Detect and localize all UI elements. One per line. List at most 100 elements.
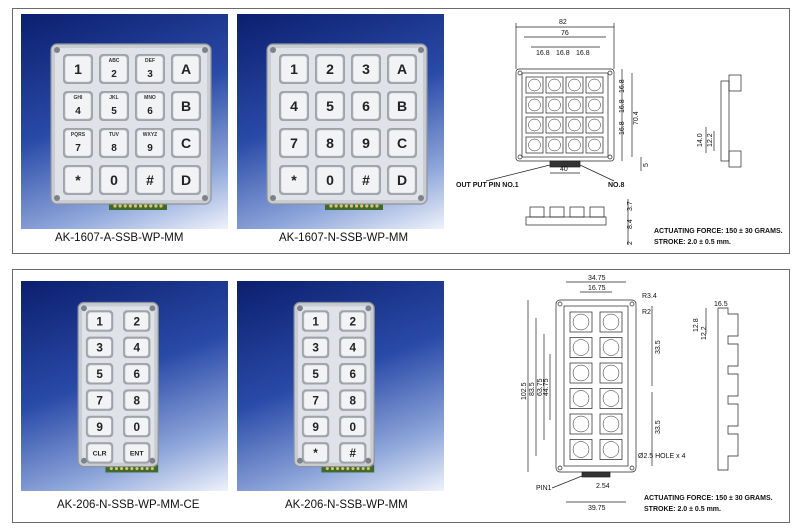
key-sublabel: TUV <box>109 132 120 138</box>
key-label: 1 <box>290 61 298 77</box>
keypad-key: 2 <box>339 310 367 332</box>
keypad-key: 3 <box>85 336 114 359</box>
dim-63-75: 63.75 <box>537 378 544 396</box>
keypad-key: 4 <box>279 91 309 121</box>
dim-70-4: 70.4 <box>633 111 640 125</box>
dim-pitch-2: 16.8 <box>556 50 570 57</box>
keypad-key: ENT <box>123 442 151 464</box>
key-label: * <box>75 172 81 188</box>
drawing-key <box>569 413 593 435</box>
drawing-key <box>599 413 623 435</box>
dim-40: 40 <box>560 166 568 173</box>
keypad-key: 9 <box>85 415 114 438</box>
drawing-key-circle <box>572 364 590 382</box>
key-label: 9 <box>96 421 103 434</box>
keypad-key: 5 <box>315 91 345 121</box>
keypad-key: 0 <box>99 165 129 195</box>
keypad-key: 4 <box>339 336 367 359</box>
dim-39-75: 39.75 <box>588 505 606 512</box>
key-label: * <box>291 172 297 188</box>
force-label-2: ACTUATING FORCE: 150 ± 30 GRAMS. <box>644 495 773 502</box>
dim-12-2: 12.2 <box>701 326 708 340</box>
dim-3-7: 3.7 <box>627 201 634 211</box>
keypad-key: 9 <box>351 128 381 158</box>
drawing-key <box>565 96 584 114</box>
key-label: A <box>181 61 191 77</box>
keypad-key: 8 <box>339 389 367 411</box>
technical-drawing-svg-2: 34.75 16.75 R3.4 R2 102.5 83.5 63.75 44.… <box>521 275 773 513</box>
drawing-key-circle <box>528 98 541 112</box>
drawing-key-circle <box>572 313 590 331</box>
keypad-key: C <box>171 128 201 158</box>
keypad-key: 6 <box>339 363 367 385</box>
screw-hole <box>297 305 303 312</box>
key-label: 0 <box>110 172 118 188</box>
dim-83-5: 83.5 <box>529 382 536 396</box>
keypad-key: 5 <box>85 363 114 385</box>
screw-hole <box>202 47 208 53</box>
keypad-2x6-technical-drawing: 34.75 16.75 R3.4 R2 102.5 83.5 63.75 44.… <box>456 274 786 520</box>
key-sublabel: MNO <box>144 95 156 101</box>
dim-76: 76 <box>561 30 569 37</box>
key-label: 6 <box>362 98 370 114</box>
drawing-key <box>599 439 623 460</box>
dim-16-5: 16.5 <box>714 301 728 308</box>
key-label: D <box>181 172 191 188</box>
key-label: A <box>397 61 407 77</box>
dim-pitch-3: 16.8 <box>576 50 590 57</box>
keypad-key: 7 <box>301 389 330 411</box>
drawing-key <box>565 136 584 154</box>
drawing-key-circle <box>528 118 541 132</box>
key-label: 5 <box>111 106 117 117</box>
drawing-key-circle <box>548 138 561 152</box>
drawing-key <box>569 362 593 384</box>
screw-hole <box>418 195 424 201</box>
key-label: # <box>349 447 356 460</box>
key-label: 8 <box>133 394 140 407</box>
dim-pitch-v1: 16.8 <box>619 79 626 93</box>
pcb-strip <box>325 202 383 210</box>
dim-r2: R2 <box>642 309 651 316</box>
dim-82: 82 <box>559 19 567 26</box>
dim-44-75: 44.75 <box>543 378 550 396</box>
drawing-key-circle <box>602 339 620 356</box>
key-sublabel: ABC <box>109 58 120 64</box>
screw-hole <box>365 457 372 464</box>
drawing-key <box>599 362 623 384</box>
drawing-key <box>545 116 564 134</box>
force-label: ACTUATING FORCE: 150 ± 30 GRAMS. <box>654 228 783 235</box>
keypad-key: * <box>301 442 330 464</box>
key-label: 3 <box>312 342 319 355</box>
key-label: CLR <box>93 450 107 457</box>
drawing-key-grid-2 <box>569 311 623 460</box>
key-label: 2 <box>326 61 334 77</box>
drawing-key-circle <box>528 78 541 92</box>
drawing-key-circle <box>548 118 561 132</box>
dim-12-2: 12.2 <box>707 133 714 147</box>
screw-hole <box>81 305 87 312</box>
caption-ak-1607-a: AK-1607-A-SSB-WP-MM <box>55 232 184 244</box>
keypad-key: 1 <box>301 310 330 332</box>
key-label: 8 <box>326 135 334 151</box>
dim-12-8: 12.8 <box>693 318 700 332</box>
keypad-key: B <box>171 91 201 121</box>
dim-102-5: 102.5 <box>521 382 528 400</box>
keypad-key: CLR <box>85 442 114 464</box>
screw-hole <box>202 195 208 201</box>
drawing-key <box>599 311 623 333</box>
drawing-key-circle <box>588 138 601 152</box>
technical-drawing-svg: 82 76 16.8 16.8 16.8 16.8 16.8 16.8 70.4… <box>456 19 783 246</box>
pin1-label: PIN1 <box>536 485 552 492</box>
keypad-key: B <box>387 91 417 121</box>
keypad-key: 9 <box>301 415 330 438</box>
drawing-key <box>565 116 584 134</box>
dim-r3-4: R3.4 <box>642 293 657 300</box>
screw-hole <box>297 457 303 464</box>
keypad-face <box>55 48 207 200</box>
